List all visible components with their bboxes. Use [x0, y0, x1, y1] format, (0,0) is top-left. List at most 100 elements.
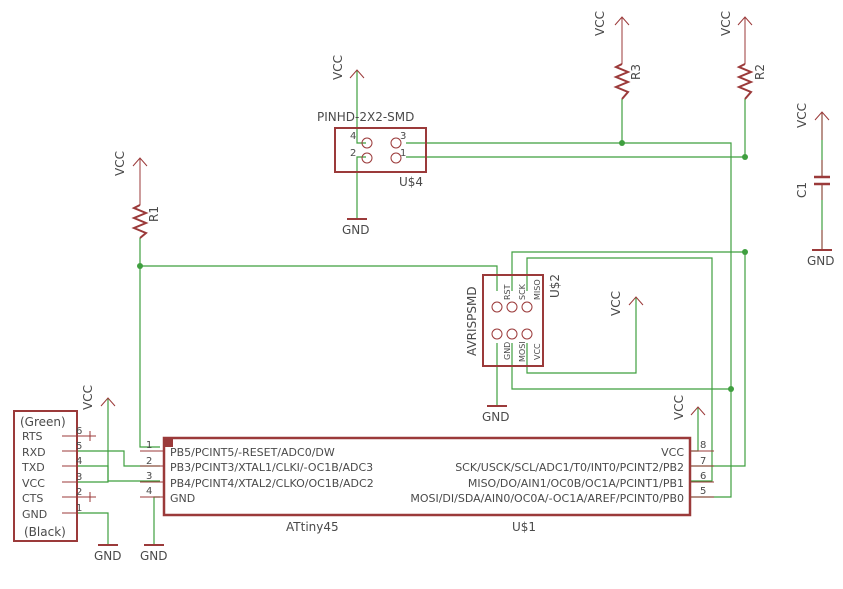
pin1-marker [165, 439, 173, 447]
resistor-zigzag [131, 204, 149, 239]
pin-label: VCC [22, 477, 45, 490]
header-body [334, 127, 427, 173]
pin-label: PB3/PCINT3/XTAL1/CLKI/-OC1B/ADC3 [170, 461, 373, 474]
pin-number: 6 [76, 426, 82, 437]
pad [491, 301, 503, 313]
wire-reset [139, 238, 498, 291]
pin-label: MISO [533, 279, 542, 300]
pin-number: 8 [700, 440, 706, 451]
pad [390, 152, 402, 164]
pin-label: VCC [533, 343, 542, 360]
vcc-label: VCC [593, 11, 607, 36]
gnd-symbol: GND [807, 230, 835, 268]
wire-mosi-header [406, 142, 732, 389]
gnd-label: GND [140, 549, 168, 563]
pad [361, 152, 373, 164]
vcc-label: VCC [113, 151, 127, 176]
ftdi-body [13, 410, 78, 542]
vcc-symbol: VCC [331, 55, 365, 80]
gnd-symbol: GND [482, 405, 510, 424]
capacitor-c1[interactable]: VCC C1 GND [795, 103, 835, 268]
gnd-label: GND [94, 549, 122, 563]
pad [521, 328, 533, 340]
pin-number: 4 [350, 131, 356, 142]
gnd-label: GND [807, 254, 835, 268]
junction [742, 249, 748, 255]
vcc-label: VCC [331, 55, 345, 80]
wire-header-gnd [356, 156, 366, 218]
pad [506, 301, 518, 313]
pin-number: 6 [700, 471, 706, 482]
pin-number: 1 [400, 148, 406, 159]
pin-label: PB5/PCINT5/-RESET/ADC0/DW [170, 446, 335, 459]
pin-number: 7 [700, 456, 706, 467]
resistor-r1[interactable]: VCC R1 [113, 151, 161, 239]
pin-number: 5 [700, 486, 706, 497]
vcc-symbol: VCC [719, 11, 753, 64]
gnd-label: GND [482, 410, 510, 424]
ftdi-connector[interactable]: (Green) (Black) RTS RXD TXD VCC CTS GND … [13, 385, 122, 563]
pad [506, 328, 518, 340]
pin-label: SCK [518, 283, 527, 300]
pin-label: MOSI/DI/SDA/AIN0/OC0A/-OC1A/AREF/PCINT0/… [410, 492, 684, 505]
junction [619, 140, 625, 146]
pin-number: 3 [76, 472, 82, 483]
capacitor-ref: C1 [795, 182, 809, 198]
header-name: PINHD-2X2-SMD [317, 110, 414, 124]
pin-number: 4 [76, 456, 82, 467]
pin-label: GND [22, 508, 47, 521]
pin-label: RTS [22, 430, 43, 443]
resistor-ref: R3 [629, 64, 643, 80]
vcc-label: VCC [795, 103, 809, 128]
pin-number: 1 [146, 440, 152, 451]
wire-miso [526, 257, 713, 482]
gnd-symbol: GND [94, 544, 122, 563]
pin-label: RST [503, 284, 512, 300]
vcc-symbol: VCC [795, 103, 830, 140]
gnd-symbol: GND [140, 544, 168, 563]
pin-label: MOSI [518, 341, 527, 362]
pad [390, 137, 402, 149]
vcc-label: VCC [719, 11, 733, 36]
pin-number: 2 [146, 456, 152, 467]
resistor-zigzag [613, 63, 631, 100]
wire-reset-to-u1 [139, 266, 160, 448]
pin-label: VCC [661, 446, 684, 459]
pad [361, 137, 373, 149]
vcc-label: VCC [672, 395, 686, 420]
mcu-ref: U$1 [512, 520, 536, 534]
isp-body [482, 274, 544, 367]
mcu-u1[interactable]: 1 2 3 4 PB5/PCINT5/-RESET/ADC0/DW PB3/PC… [140, 395, 714, 563]
pin-number: 3 [146, 471, 152, 482]
pin-label: SCK/USCK/SCL/ADC1/T0/INT0/PCINT2/PB2 [455, 461, 684, 474]
mcu-name: ATtiny45 [286, 520, 339, 534]
mcu-body [162, 436, 692, 517]
pin-label: PB4/PCINT4/XTAL2/CLKO/OC1B/ADC2 [170, 477, 374, 490]
pin-number: 5 [76, 441, 82, 452]
resistor-r2[interactable]: VCC R2 [719, 11, 767, 100]
isp-name: AVRISPSMD [465, 286, 479, 356]
isp-u2[interactable]: AVRISPSMD U$2 RST SCK MISO GND MOSI VCC … [465, 274, 644, 424]
pin-label: MISO/DO/AIN1/OC0B/OC1A/PCINT1/PB1 [468, 477, 684, 490]
resistor-zigzag [736, 63, 754, 100]
header-u4[interactable]: PINHD-2X2-SMD 4 3 2 1 U$4 VCC GND [317, 55, 427, 237]
wire-sck [511, 251, 746, 467]
pin-number: 1 [76, 503, 82, 514]
resistor-ref: R1 [147, 206, 161, 222]
vcc-symbol: VCC [113, 151, 148, 205]
pin-label: RXD [22, 446, 46, 459]
vcc-symbol: VCC [593, 11, 630, 64]
wire-u1-gnd [153, 496, 160, 545]
gnd-label: GND [342, 223, 370, 237]
resistor-ref: R2 [753, 64, 767, 80]
vcc-label: VCC [609, 291, 623, 316]
wire-header-vcc [356, 70, 366, 144]
vcc-symbol: VCC [81, 385, 116, 410]
junction [137, 263, 143, 269]
vcc-symbol: VCC [672, 395, 706, 420]
resistor-r3[interactable]: VCC R3 [593, 11, 643, 100]
junction [728, 386, 734, 392]
pin-label: GND [503, 342, 512, 360]
